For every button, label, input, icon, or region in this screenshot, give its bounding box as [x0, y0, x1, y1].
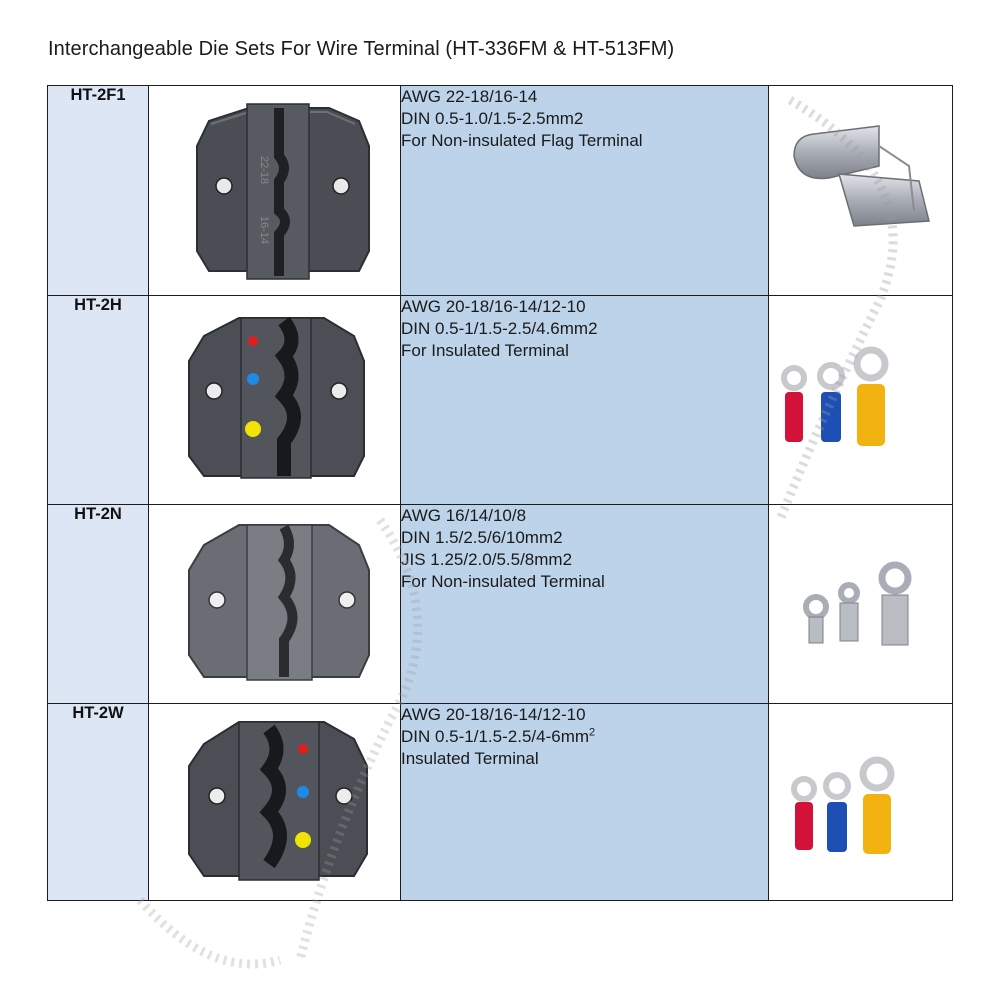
svg-text:16-14: 16-14: [258, 216, 270, 244]
insulated-ring-terminals-icon: [781, 346, 889, 446]
table-row: HT-2W AWG 20-18/16-14/12-10 DIN 0.5-1/1.…: [47, 703, 953, 901]
spec-line: DIN 0.5-1/1.5-2.5/4.6mm2: [401, 319, 598, 338]
die-photo: [148, 703, 401, 901]
insulated-die-icon: [188, 316, 365, 479]
svg-text:22-18: 22-18: [258, 156, 270, 184]
page-title: Interchangeable Die Sets For Wire Termin…: [48, 38, 675, 60]
die-code: HT-2F1: [47, 85, 149, 296]
spec-line: AWG 20-18/16-14/12-10: [401, 704, 768, 726]
spec-line: Insulated Terminal: [401, 748, 768, 770]
table-row: HT-2H AWG 20-18/16-14/12-10 DIN 0.5-1/1.…: [47, 295, 953, 505]
spec-line: For Non-insulated Terminal: [401, 572, 605, 591]
spec-line: AWG 22-18/16-14: [401, 87, 538, 106]
flag-die-icon: 22-18 16-14: [196, 103, 370, 280]
non-insulated-die-icon: [188, 524, 370, 681]
die-photo: [148, 295, 401, 505]
terminal-photo: [768, 504, 953, 704]
spec-line-text: DIN 0.5-1/1.5-2.5/4-6mm: [401, 727, 590, 746]
die-code: HT-2H: [47, 295, 149, 505]
superscript: 2: [589, 726, 596, 739]
terminal-photo: [768, 703, 953, 901]
die-code: HT-2N: [47, 504, 149, 704]
spec-line-text: Insulated Terminal: [401, 749, 539, 768]
insulated-die-icon: [188, 721, 368, 881]
flag-terminal-icon: [793, 125, 930, 227]
spec-line: DIN 1.5/2.5/6/10mm2: [401, 528, 563, 547]
die-code: HT-2W: [47, 703, 149, 901]
non-insulated-ring-terminals-icon: [803, 561, 912, 646]
die-photo: 22-18 16-14: [148, 85, 401, 296]
terminal-photo: [768, 85, 953, 296]
spec-line-text: AWG 20-18/16-14/12-10: [401, 705, 586, 724]
table-row: HT-2N AWG 16/14/10/8 DIN 1.5/2.5/6/10mm2…: [47, 504, 953, 704]
spec-line: For Non-insulated Flag Terminal: [401, 131, 643, 150]
spec-cell: AWG 20-18/16-14/12-10 DIN 0.5-1/1.5-2.5/…: [400, 703, 769, 901]
insulated-ring-terminals-icon: [791, 756, 895, 854]
spec-line: AWG 16/14/10/8: [401, 506, 527, 525]
terminal-photo: [768, 295, 953, 505]
spec-line: AWG 20-18/16-14/12-10: [401, 297, 586, 316]
spec-cell: AWG 16/14/10/8 DIN 1.5/2.5/6/10mm2 JIS 1…: [400, 504, 769, 704]
spec-cell: AWG 22-18/16-14 DIN 0.5-1.0/1.5-2.5mm2 F…: [400, 85, 769, 296]
die-photo: [148, 504, 401, 704]
table-row: HT-2F1 22-18 16-14 AWG 22-18/16-14 DIN 0…: [47, 85, 953, 296]
spec-line: DIN 0.5-1/1.5-2.5/4-6mm2: [401, 726, 768, 748]
spec-line: JIS 1.25/2.0/5.5/8mm2: [401, 550, 573, 569]
die-set-table: HT-2F1 22-18 16-14 AWG 22-18/16-14 DIN 0…: [47, 85, 953, 901]
spec-line: For Insulated Terminal: [401, 341, 569, 360]
spec-cell: AWG 20-18/16-14/12-10 DIN 0.5-1/1.5-2.5/…: [400, 295, 769, 505]
spec-line: DIN 0.5-1.0/1.5-2.5mm2: [401, 109, 584, 128]
